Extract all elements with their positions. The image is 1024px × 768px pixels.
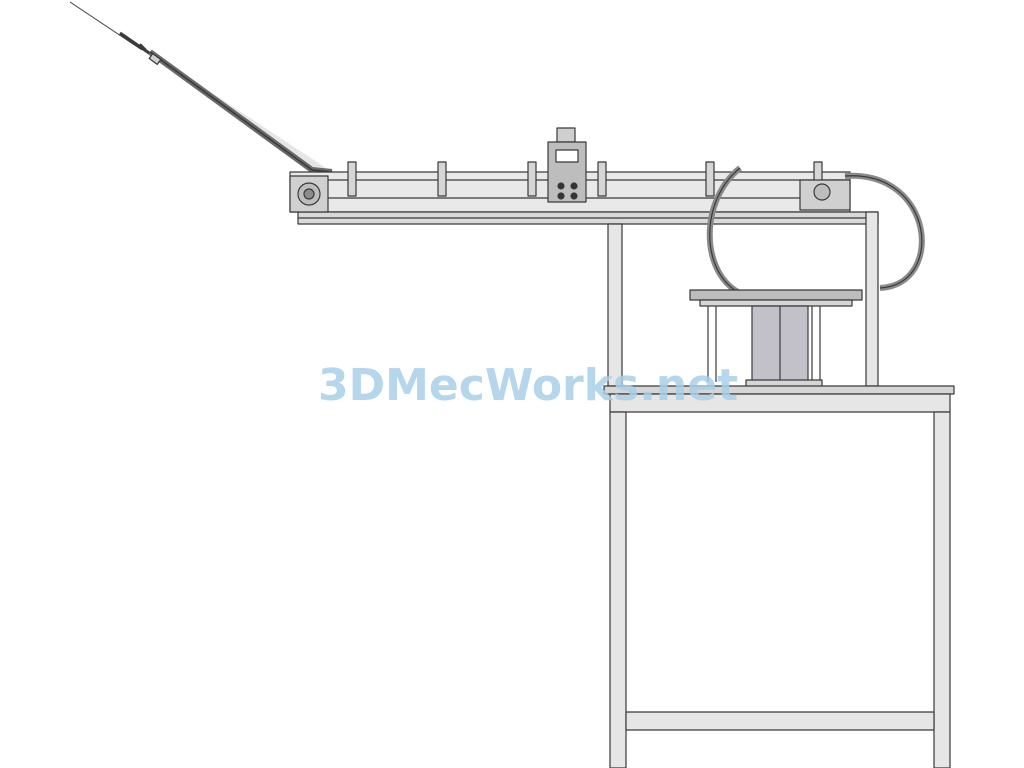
conveyor-beam	[289, 171, 879, 225]
beam-brackets	[347, 161, 823, 197]
inclined-feed-chute	[69, 1, 333, 175]
upper-frame	[607, 211, 879, 387]
table-stand	[603, 385, 955, 768]
rotary-table	[689, 289, 863, 389]
sensor-block	[547, 127, 587, 203]
end-drive	[799, 179, 851, 211]
return-rails-outline	[709, 167, 923, 293]
